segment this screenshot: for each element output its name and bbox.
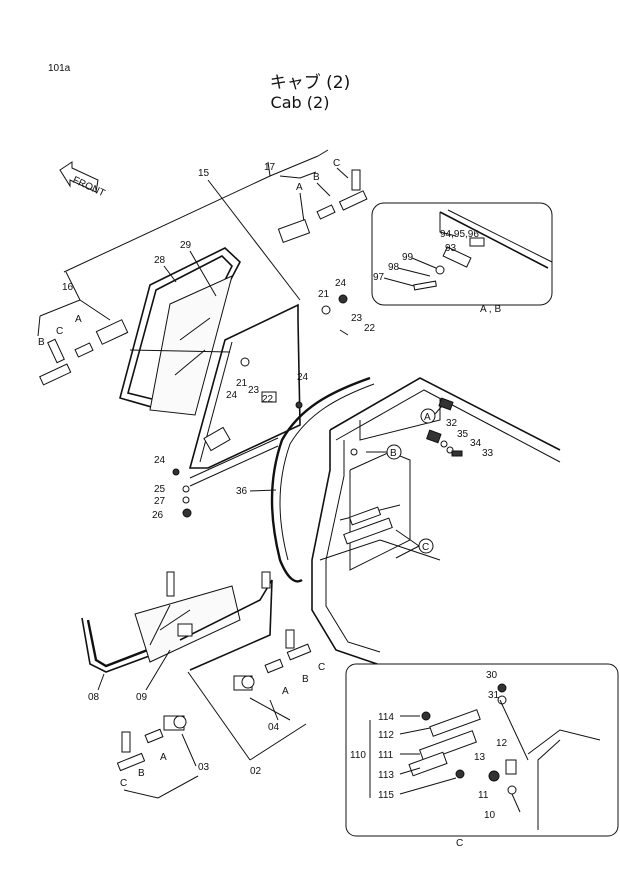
callout-13: 13 — [474, 752, 486, 763]
callout-98: 98 — [388, 262, 400, 273]
letter-C: C — [333, 158, 340, 169]
callout-22: 22 — [262, 394, 274, 405]
callout-26: 26 — [152, 510, 164, 521]
letter-A: A — [75, 314, 82, 325]
circle-letter-A: A — [424, 412, 431, 423]
lock-assembly-16: 16 A C B — [37, 271, 129, 386]
letter-A: A — [296, 182, 303, 193]
callout-23: 23 — [248, 385, 260, 396]
callout-93: 93 — [445, 243, 457, 254]
door-window-frame: 28 29 15 — [119, 168, 301, 469]
door-fasteners: 24 21 23 22 21 23 22 24 24 24 25 27 26 — [152, 278, 376, 521]
callout-04: 04 — [268, 722, 280, 733]
callout-97: 97 — [373, 272, 385, 283]
letter-C: C — [318, 662, 325, 673]
front-arrow-icon: FRONT — [59, 161, 107, 199]
callout-35: 35 — [457, 429, 469, 440]
callout-10: 10 — [484, 810, 496, 821]
callout-23: 23 — [351, 313, 363, 324]
cab-frame — [311, 377, 561, 666]
callout-03: 03 — [198, 762, 210, 773]
title-english: Cab (2) — [271, 93, 330, 112]
callout-32: 32 — [446, 418, 458, 429]
callout-21: 21 — [236, 378, 248, 389]
callout-36: 36 — [236, 486, 248, 497]
callout-15: 15 — [198, 168, 210, 179]
door-seal-36: 36 — [236, 376, 375, 583]
letter-C: C — [120, 778, 127, 789]
callout-21: 21 — [318, 289, 330, 300]
callout-25: 25 — [154, 484, 166, 495]
letter-B: B — [302, 674, 309, 685]
callout-33: 33 — [482, 448, 494, 459]
callout-114: 114 — [378, 712, 394, 723]
lock-assembly-04: 04 A B C — [233, 629, 325, 733]
callout-24: 24 — [226, 390, 238, 401]
circle-letter-B: B — [390, 448, 397, 459]
cab-callouts: A B C 32 35 34 33 — [366, 405, 494, 559]
spring — [316, 204, 336, 220]
inset-label-A-B: A , B — [480, 304, 501, 315]
letter-A: A — [282, 686, 289, 697]
callout-27: 27 — [154, 496, 166, 507]
callout-17: 17 — [264, 162, 276, 173]
callout-30: 30 — [486, 670, 498, 681]
callout-16: 16 — [62, 282, 74, 293]
callout-12: 12 — [496, 738, 508, 749]
callout-09: 09 — [136, 692, 148, 703]
callout-28: 28 — [154, 255, 166, 266]
callout-29: 29 — [180, 240, 192, 251]
title-japanese: キャブ (2) — [270, 72, 350, 93]
letter-C: C — [56, 326, 63, 337]
callout-34: 34 — [470, 438, 482, 449]
callout-99: 99 — [402, 252, 414, 263]
callout-113: 113 — [378, 770, 394, 781]
callout-11: 11 — [478, 790, 489, 801]
pin — [338, 190, 368, 211]
letter-B: B — [138, 768, 145, 779]
circle-letter-C: C — [422, 542, 429, 553]
lock-assembly-03: 03 A B C — [116, 715, 210, 799]
callout-22: 22 — [364, 323, 376, 334]
lock-body — [277, 218, 311, 244]
page-code: 101a — [48, 63, 71, 74]
callout-24: 24 — [335, 278, 347, 289]
callout-94-95-96: 94,95,96 — [440, 229, 479, 240]
callout-115: 115 — [378, 790, 394, 801]
lower-window-assembly: 08 09 02 — [81, 571, 307, 777]
inset-label-C: C — [456, 838, 463, 849]
inset-detail-A-B: 94,95,96 93 99 98 97 A , B — [371, 202, 553, 315]
inset-detail-C: 30 31 114 112 110 111 113 115 13 12 11 1… — [345, 663, 619, 849]
pin — [351, 169, 361, 191]
upper-assembly-leaders: 17 C B A — [63, 149, 368, 273]
callout-31: 31 — [488, 690, 500, 701]
letter-B: B — [38, 337, 45, 348]
letter-A: A — [160, 752, 167, 763]
callout-08: 08 — [88, 692, 100, 703]
letter-B: B — [313, 172, 320, 183]
callout-24: 24 — [154, 455, 166, 466]
callout-110: 110 — [350, 750, 366, 761]
callout-24: 24 — [297, 372, 309, 383]
callout-111: 111 — [378, 750, 394, 761]
callout-02: 02 — [250, 766, 262, 777]
callout-112: 112 — [378, 730, 394, 741]
